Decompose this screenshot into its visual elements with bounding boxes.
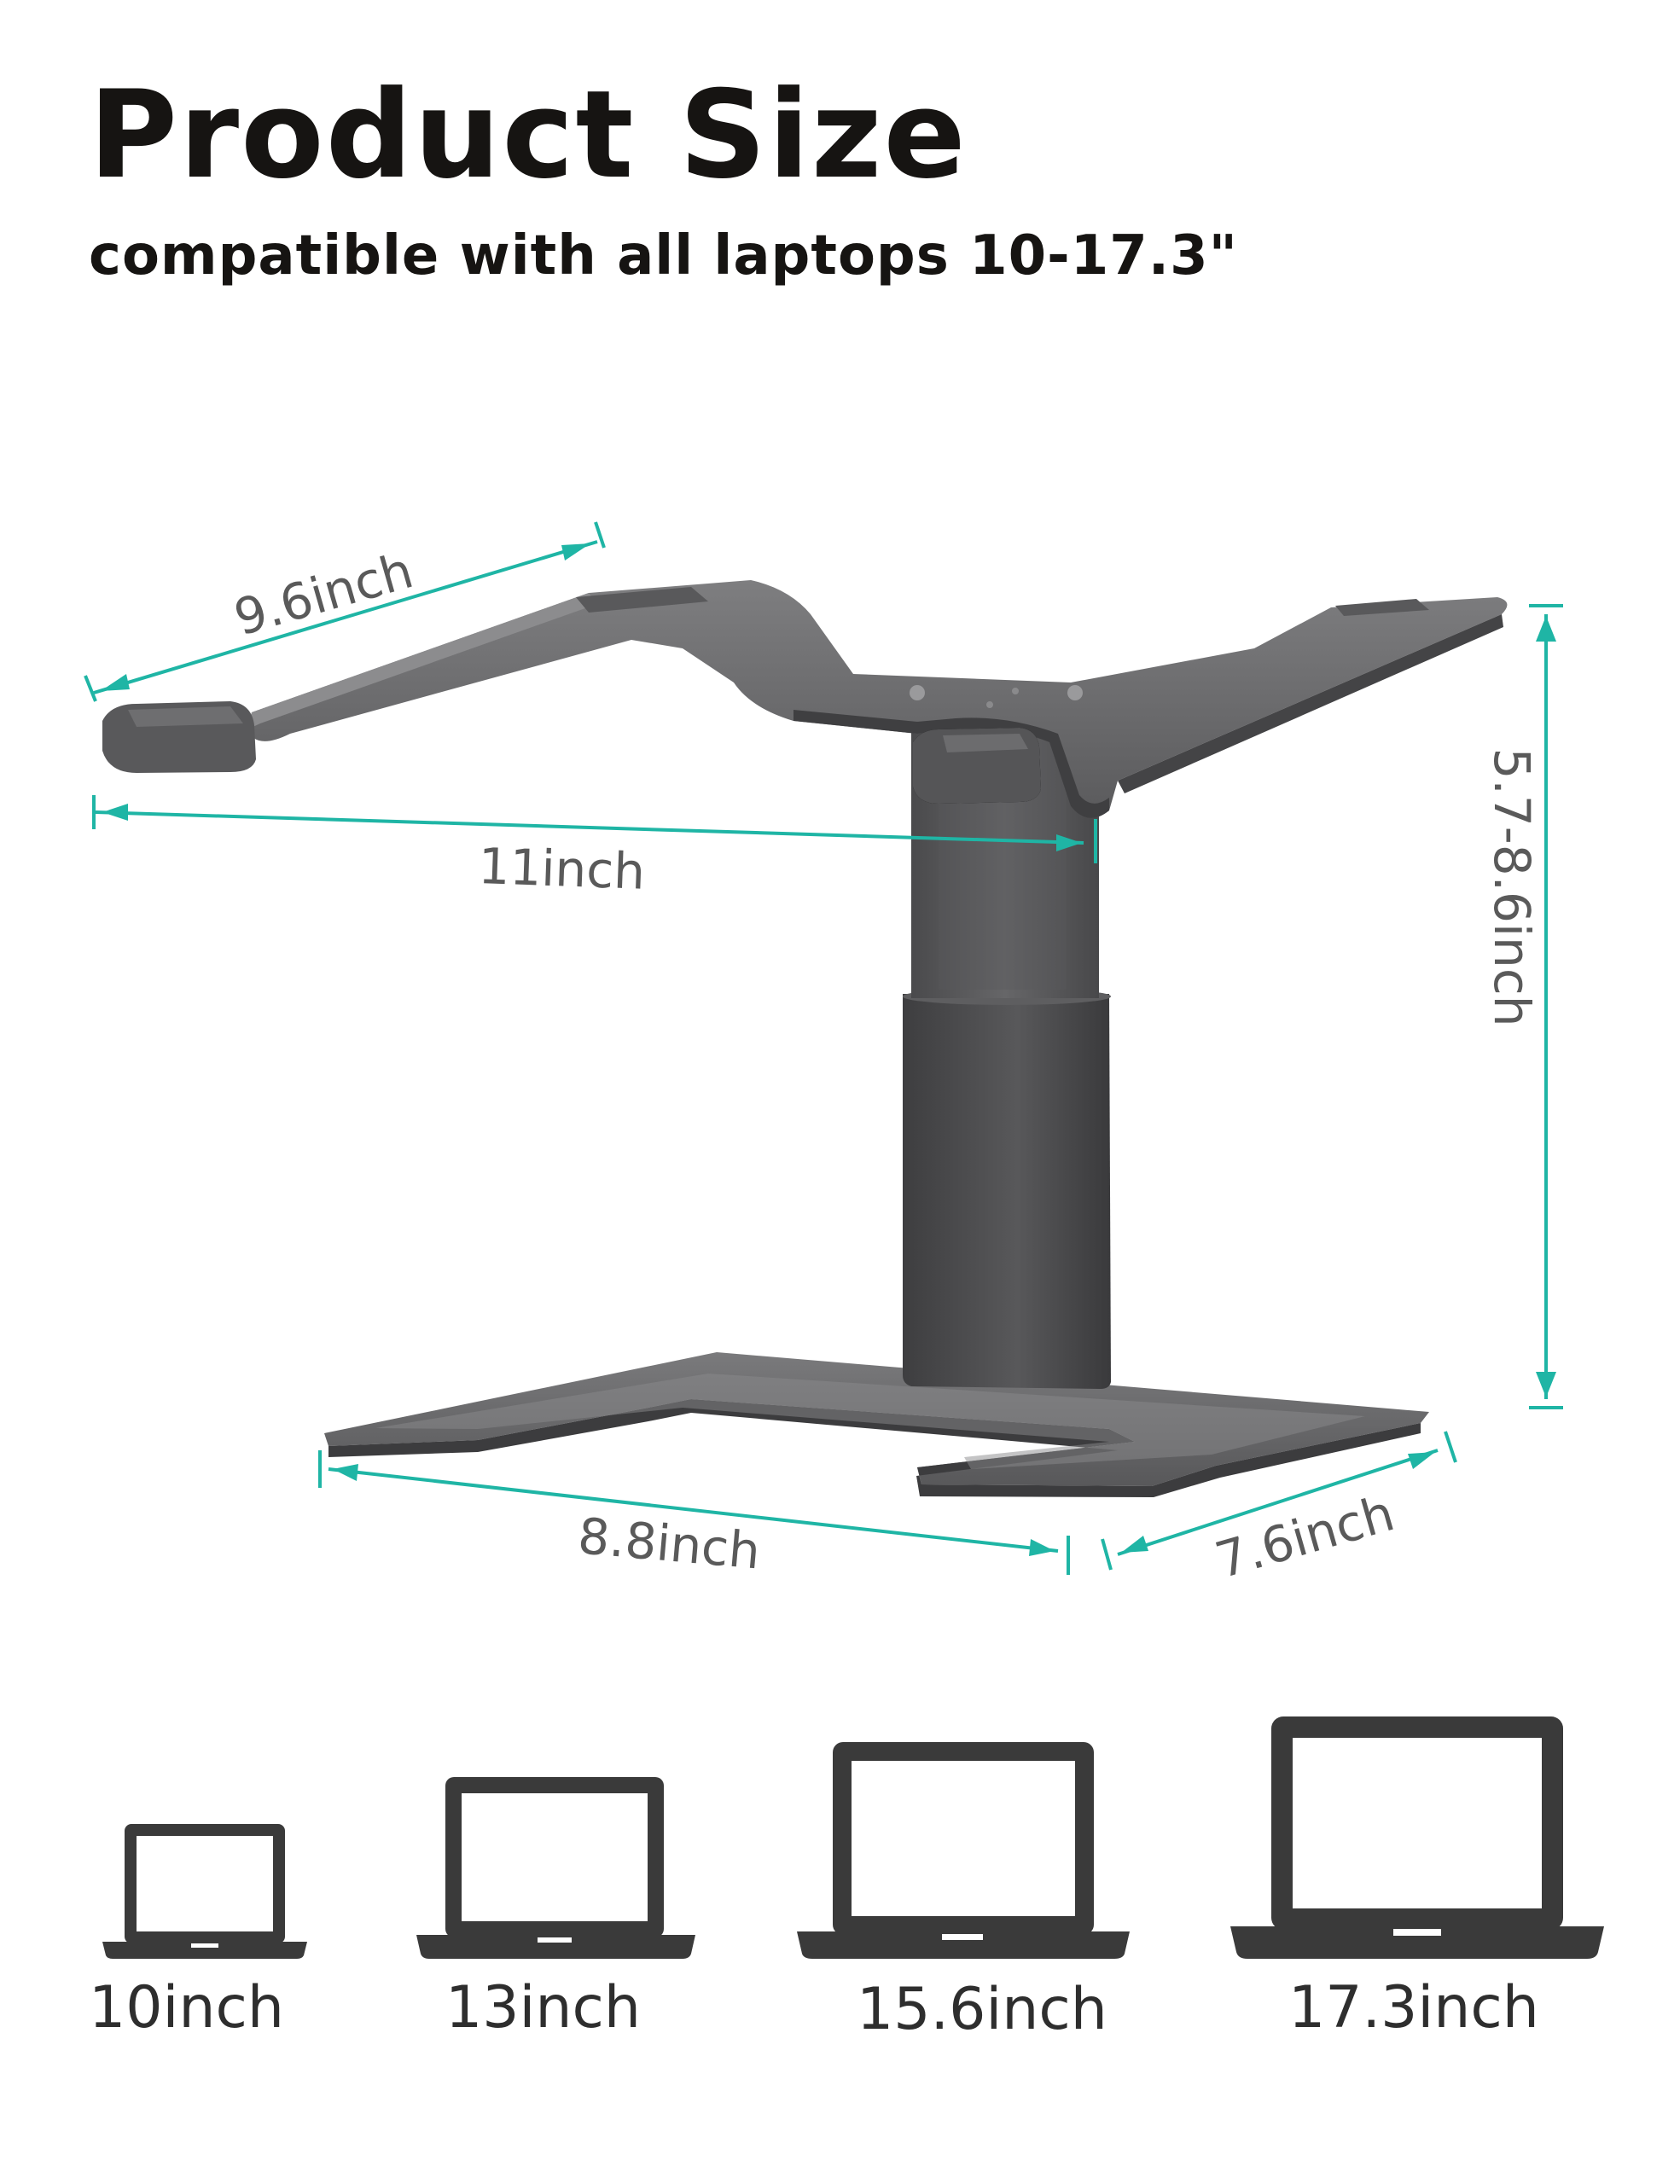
- laptop-size-label: 13inch: [445, 1974, 642, 2042]
- label-top-depth: 9.6inch: [228, 541, 419, 647]
- laptop-icon: [1230, 1716, 1604, 1959]
- label-base-depth: 7.6inch: [1209, 1484, 1400, 1589]
- label-height-range: 5.7-8.6inch: [1483, 748, 1541, 1027]
- laptop-size-label: 10inch: [89, 1974, 285, 2042]
- page-title: Product Size: [89, 65, 968, 206]
- laptop-size-label: 15.6inch: [857, 1976, 1107, 2043]
- laptop-size-label: 17.3inch: [1288, 1974, 1539, 2042]
- label-base-width: 8.8inch: [576, 1507, 763, 1580]
- dimension-lines: [84, 521, 1563, 1575]
- stand-post-lower: [903, 994, 1111, 1389]
- label-top-width: 11inch: [478, 837, 647, 901]
- laptop-icon: [797, 1742, 1130, 1959]
- stand-top-tray: [247, 580, 1508, 818]
- pad-back-left: [576, 587, 708, 613]
- page-subtitle: compatible with all laptops 10-17.3": [89, 224, 1238, 288]
- laptop-icon: [102, 1824, 307, 1959]
- pad-back-right: [1335, 599, 1429, 616]
- laptop-icons: [102, 1716, 1604, 1959]
- laptop-icon: [416, 1777, 695, 1959]
- laptop-stand-illustration: [102, 580, 1508, 1497]
